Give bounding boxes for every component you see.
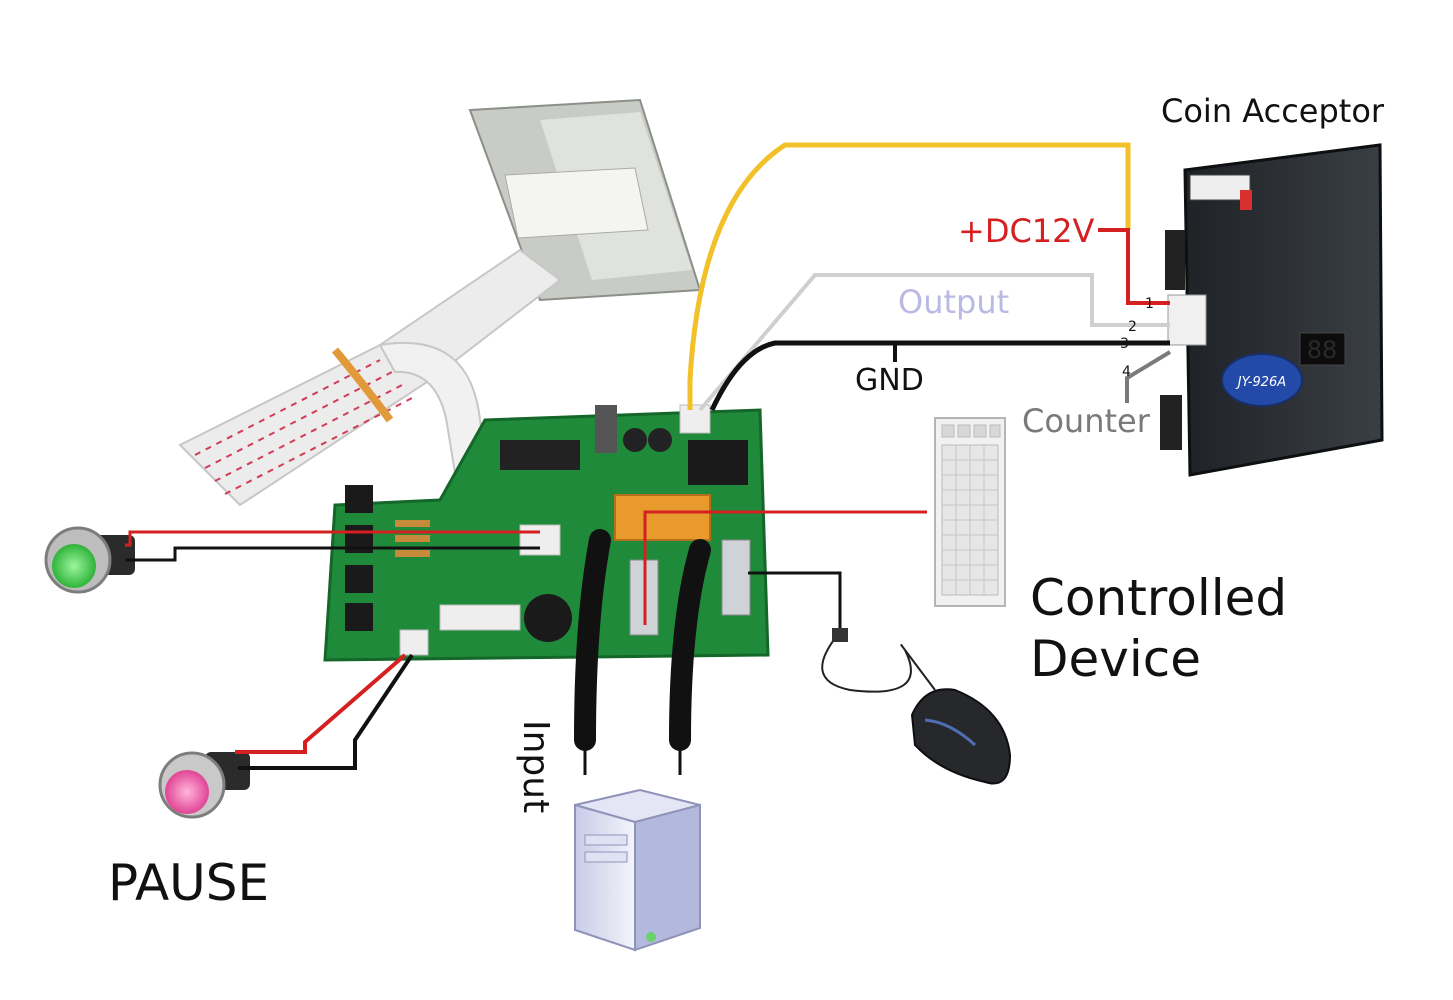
lcd-display-module — [468, 98, 702, 302]
relay-wire — [643, 510, 927, 625]
relay — [614, 494, 711, 541]
ic-chip — [500, 440, 580, 470]
coin-acceptor-label: Coin Acceptor — [1161, 92, 1385, 130]
resistors — [395, 520, 430, 557]
coin-acceptor-model: JY-926A — [1235, 375, 1286, 390]
start-button — [44, 526, 540, 594]
dc-jack — [688, 440, 748, 485]
pin-2-label: 2 — [1128, 319, 1137, 335]
mouse — [748, 571, 1012, 785]
pin-4-label: 4 — [1122, 364, 1131, 380]
usb-port — [721, 539, 751, 616]
coin-acceptor: 88 JY-926A — [1160, 143, 1384, 477]
gnd-label: GND — [855, 363, 924, 398]
input-label: Input — [515, 720, 556, 813]
controlled-device-label-line1: Controlled — [1030, 569, 1287, 627]
regulator — [595, 405, 617, 453]
dc12v-label: +DC12V — [958, 212, 1095, 250]
computer-tower — [574, 788, 701, 952]
keyboard — [934, 417, 1006, 607]
coin-acceptor-display: 88 — [1307, 336, 1338, 364]
counter-label: Counter — [1022, 402, 1151, 440]
capacitor — [623, 428, 647, 452]
pause-label: PAUSE — [108, 854, 269, 912]
controller-pcb — [323, 404, 770, 662]
pause-button — [158, 653, 414, 819]
coin-wiring: 1 2 3 4 — [687, 142, 1172, 412]
usb-input-cables — [574, 529, 711, 775]
connector-pause — [399, 629, 429, 656]
capacitor — [648, 428, 672, 452]
connector-coin — [679, 404, 711, 434]
controlled-device-label-line2: Device — [1030, 630, 1201, 688]
pin-1-label: 1 — [1145, 296, 1154, 312]
connector-start — [519, 524, 561, 556]
connector-j2 — [439, 604, 521, 631]
output-label: Output — [898, 283, 1009, 321]
pin-3-label: 3 — [1120, 336, 1129, 352]
buzzer — [524, 594, 572, 642]
